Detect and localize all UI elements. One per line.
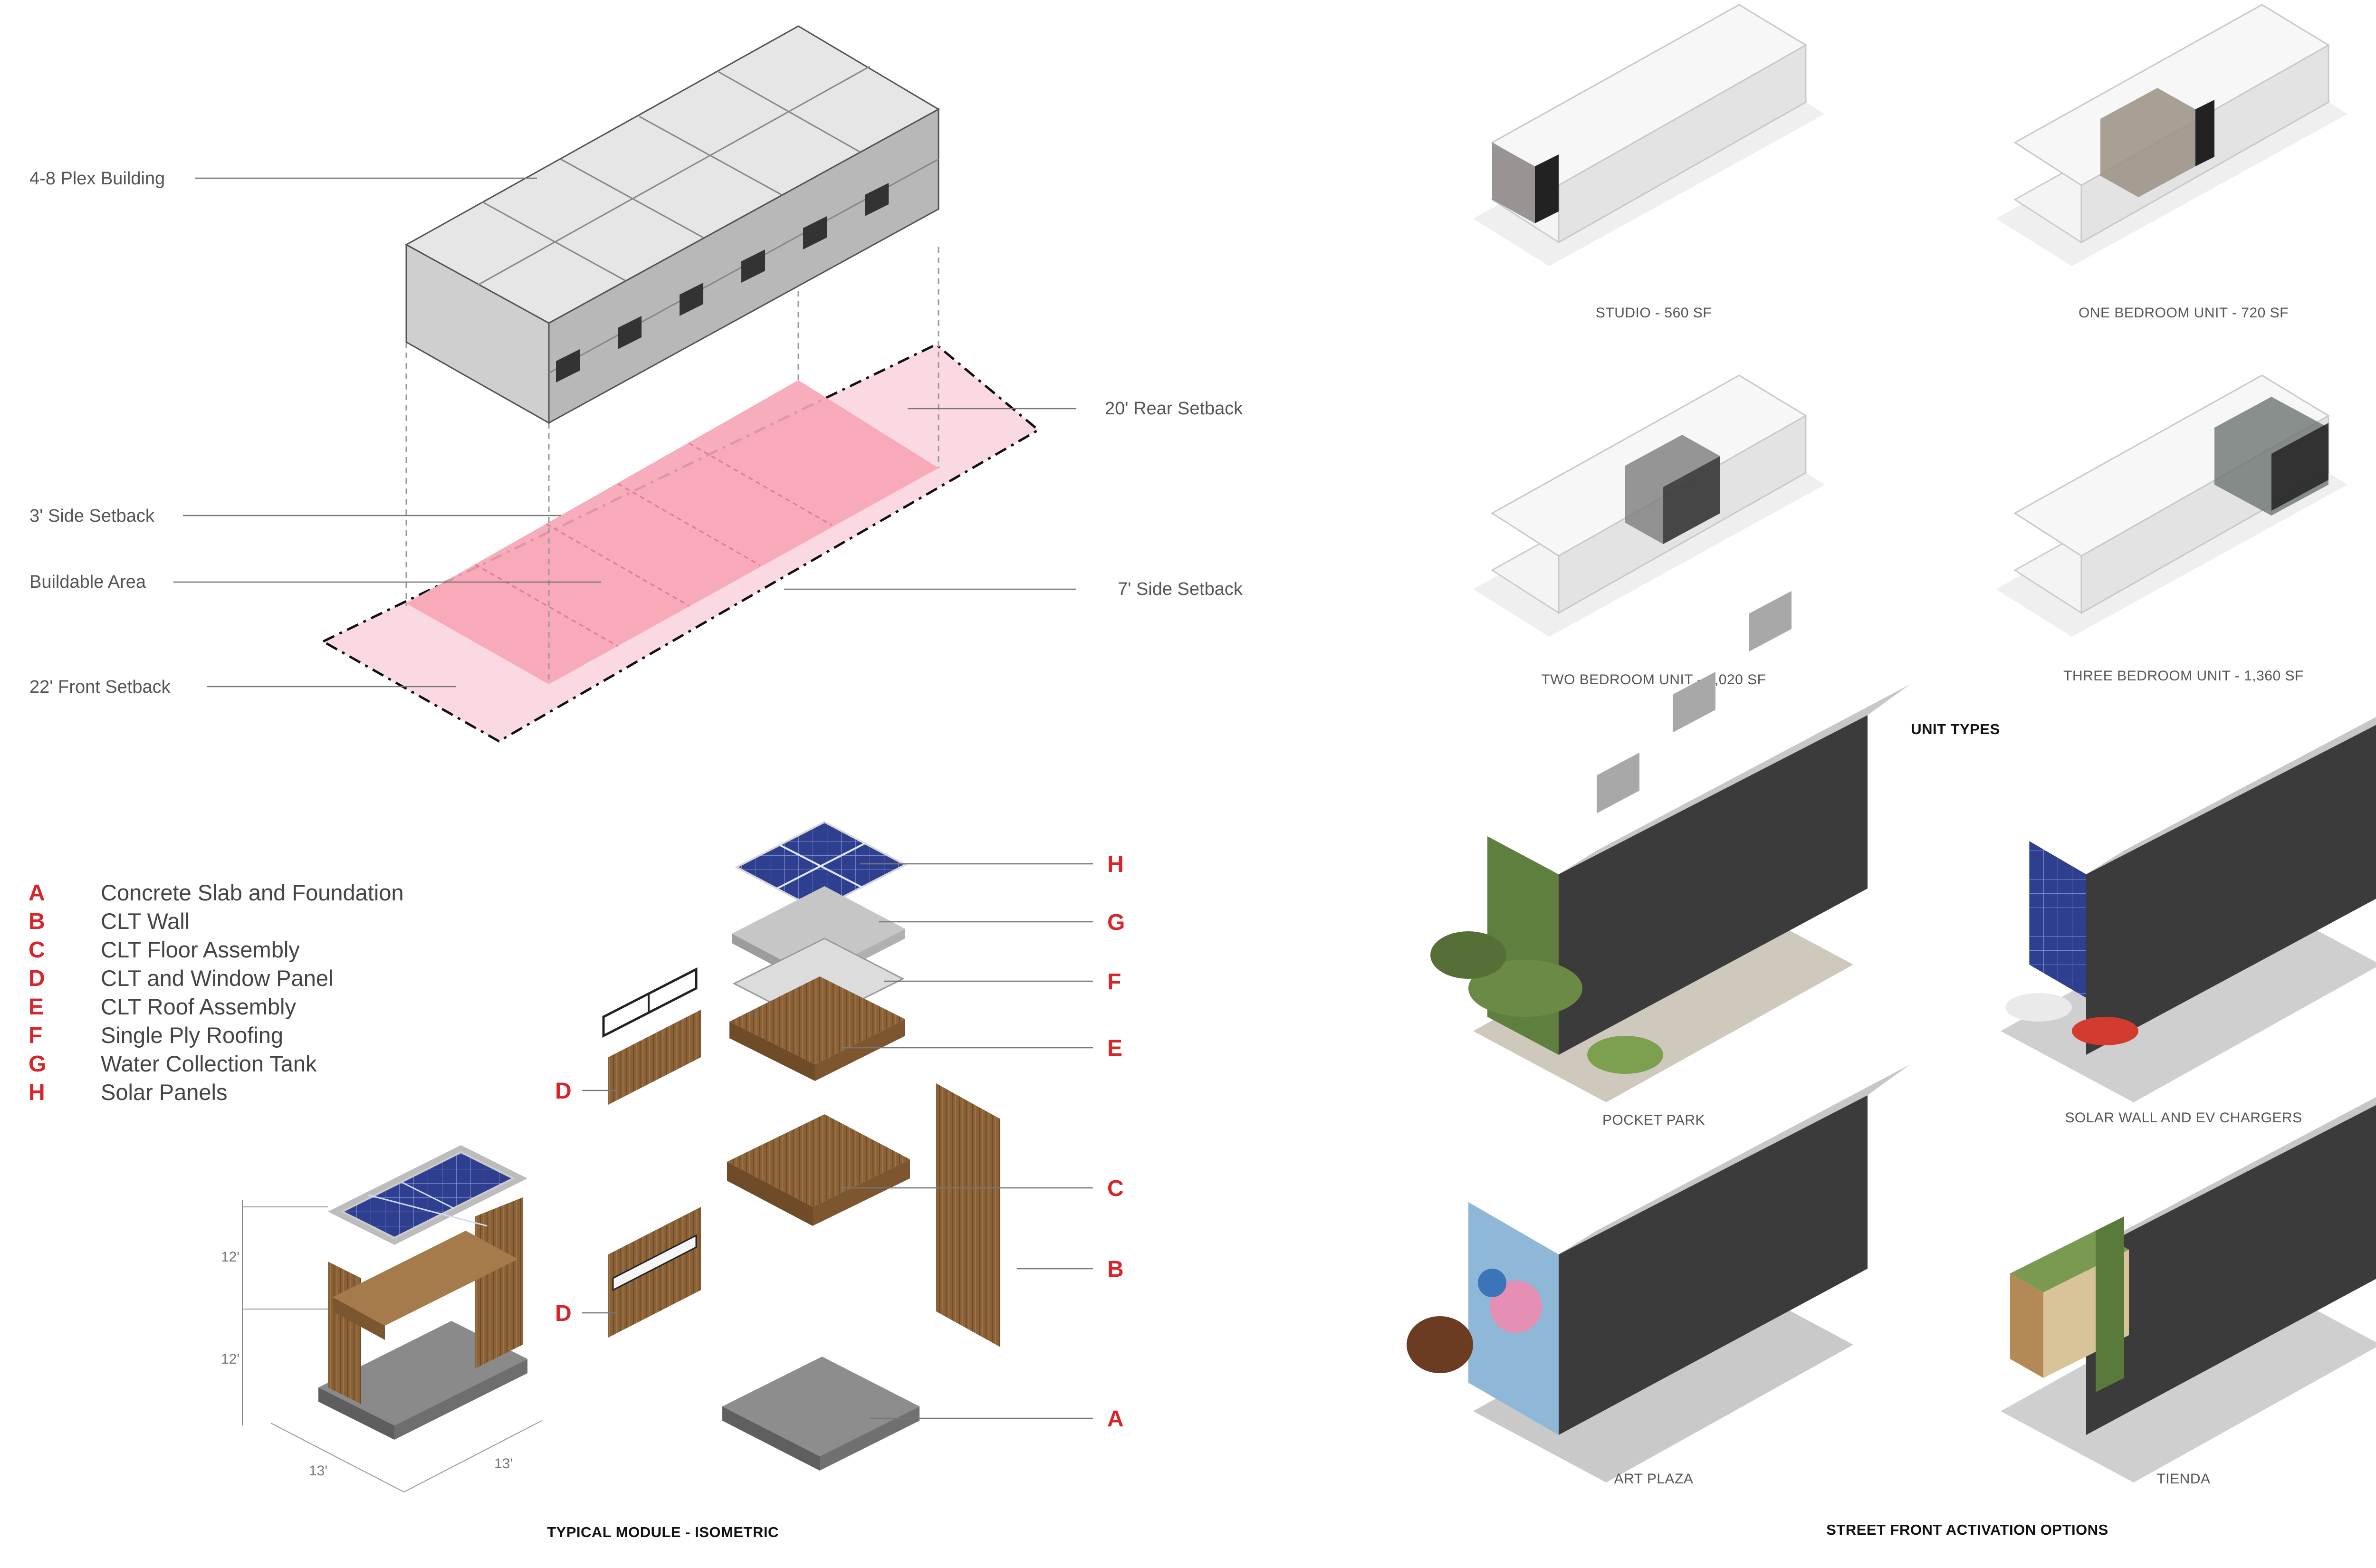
component-e-roof bbox=[729, 976, 905, 1064]
option-pocket-park-drawing bbox=[1430, 591, 1910, 1102]
legend-text-f: Single Ply Roofing bbox=[101, 1023, 283, 1048]
unit-studio-drawing bbox=[1473, 4, 1825, 266]
buildable-area bbox=[406, 380, 939, 684]
dim-floor-1: 12' bbox=[221, 1249, 240, 1265]
component-g-tank bbox=[732, 886, 905, 976]
dim-floor-2: 12' bbox=[221, 1351, 240, 1367]
option-art-plaza-drawing bbox=[1407, 1064, 1910, 1482]
module-title: TYPICAL MODULE - ISOMETRIC bbox=[547, 1524, 779, 1540]
option-tienda-drawing bbox=[2001, 1097, 2376, 1482]
option-label-art-plaza: ART PLAZA bbox=[1614, 1471, 1694, 1487]
legend-letter-c: C bbox=[29, 937, 45, 963]
assembled-module: 12' 12' 13' 13' bbox=[221, 1145, 542, 1492]
exploded-letter-g: G bbox=[1107, 910, 1125, 935]
legend-letter-e: E bbox=[29, 994, 44, 1020]
unit-two-bedroom-drawing bbox=[1473, 374, 1825, 637]
label-front-setback: 22' Front Setback bbox=[29, 677, 171, 697]
option-label-tienda: TIENDA bbox=[2156, 1471, 2210, 1487]
label-side-setback-7: 7' Side Setback bbox=[1118, 579, 1243, 599]
exploded-letter-a: A bbox=[1107, 1406, 1124, 1432]
legend-letter-g: G bbox=[29, 1052, 46, 1077]
legend-text-d: CLT and Window Panel bbox=[101, 966, 333, 991]
component-c-floor bbox=[727, 1114, 910, 1207]
module-wood-wall-right bbox=[475, 1197, 523, 1368]
dim-width-1: 13' bbox=[309, 1463, 327, 1479]
legend-text-c: CLT Floor Assembly bbox=[101, 937, 300, 962]
module-wood-wall-left bbox=[328, 1262, 361, 1404]
legend-text-b: CLT Wall bbox=[101, 908, 190, 934]
studio-highlight bbox=[1492, 143, 1535, 223]
label-buildable-area: Buildable Area bbox=[29, 572, 146, 592]
legend-letter-h: H bbox=[29, 1080, 45, 1105]
unit-label-three-bedroom: THREE BEDROOM UNIT - 1,360 SF bbox=[2063, 668, 2304, 684]
legend-text-g: Water Collection Tank bbox=[101, 1051, 317, 1076]
legend-text-e: CLT Roof Assembly bbox=[101, 994, 296, 1019]
label-rear-setback: 20' Rear Setback bbox=[1105, 399, 1243, 419]
component-d-upper-panel bbox=[608, 1010, 701, 1105]
exploded-letter-e: E bbox=[1107, 1036, 1122, 1061]
exploded-letter-f: F bbox=[1107, 969, 1121, 994]
unit-types: STUDIO - 560 SF ONE BEDROOM UNIT - 720 S… bbox=[1473, 4, 2347, 737]
unit-label-one-bedroom: ONE BEDROOM UNIT - 720 SF bbox=[2079, 305, 2289, 321]
legend-text-a: Concrete Slab and Foundation bbox=[101, 880, 404, 905]
exploded-letter-b: B bbox=[1107, 1257, 1124, 1282]
exploded-letter-h: H bbox=[1107, 852, 1124, 877]
site-diagram: 4-8 Plex Building 20' Rear Setback 3' Si… bbox=[29, 25, 1243, 743]
unit-one-bedroom-drawing bbox=[1996, 4, 2347, 266]
exploded-letter-c: C bbox=[1107, 1176, 1124, 1201]
legend-text-h: Solar Panels bbox=[101, 1080, 228, 1105]
unit-label-studio: STUDIO - 560 SF bbox=[1596, 305, 1712, 321]
street-front-title: STREET FRONT ACTIVATION OPTIONS bbox=[1826, 1521, 2108, 1538]
option-solar-wall-drawing bbox=[2001, 717, 2376, 1102]
one-bedroom-highlight bbox=[2100, 88, 2195, 197]
component-d-lower-panel bbox=[608, 1207, 701, 1338]
unit-label-two-bedroom: TWO BEDROOM UNIT - 1,020 SF bbox=[1541, 672, 1766, 688]
legend-letter-a: A bbox=[29, 880, 45, 906]
label-plex-building: 4-8 Plex Building bbox=[29, 169, 165, 189]
dim-width-2: 13' bbox=[494, 1456, 513, 1472]
option-label-pocket-park: POCKET PARK bbox=[1602, 1112, 1705, 1128]
street-front-options: POCKET PARK SOLAR WALL AND EV CHARGERS A… bbox=[1407, 591, 2376, 1538]
component-b-wall bbox=[936, 1083, 1000, 1347]
exploded-letter-d-upper: D bbox=[555, 1079, 572, 1104]
component-a-slab bbox=[722, 1357, 920, 1456]
exploded-module: H G F E C B A D D bbox=[555, 821, 1125, 1471]
legend-letter-d: D bbox=[29, 966, 45, 991]
solar-wall bbox=[2029, 841, 2086, 998]
legend-letter-b: B bbox=[29, 909, 45, 934]
module-legend: A Concrete Slab and Foundation B CLT Wal… bbox=[29, 880, 404, 1105]
exploded-letter-d-lower: D bbox=[555, 1301, 572, 1326]
label-side-setback-3: 3' Side Setback bbox=[29, 506, 155, 526]
unit-three-bedroom-drawing bbox=[1996, 374, 2347, 637]
unit-types-title: UNIT TYPES bbox=[1911, 721, 2000, 737]
option-label-solar-wall: SOLAR WALL AND EV CHARGERS bbox=[2065, 1110, 2302, 1126]
legend-letter-f: F bbox=[29, 1023, 42, 1048]
